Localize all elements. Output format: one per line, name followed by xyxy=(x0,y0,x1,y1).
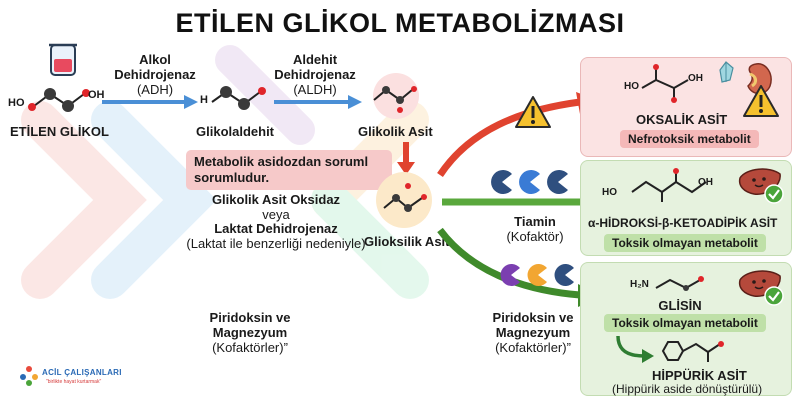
flask-icon xyxy=(49,43,77,76)
glycolaldehyde-structure xyxy=(211,86,266,110)
cofactor-left-3: (Kofaktörler)” xyxy=(212,340,288,355)
oxalic-oh: OH xyxy=(688,73,703,84)
cofactor-left-1: Piridoksin ve xyxy=(209,310,291,325)
aldh-name-1: Aldehit xyxy=(292,52,338,67)
cofactor-right-1: Piridoksin ve xyxy=(492,310,574,325)
thiamine-label: Tiamin xyxy=(514,214,556,229)
hippuric-structure xyxy=(661,341,724,362)
glycine-structure xyxy=(655,276,704,291)
glycolic-acid-structure xyxy=(373,73,419,119)
oxalic-acid-label: OKSALİK ASİT xyxy=(636,112,728,127)
cofactor-right-2: Magnezyum xyxy=(495,325,571,340)
oxalic-tag: Nefrotoksik metabolit xyxy=(620,130,759,148)
glyoxylic-acid-structure xyxy=(376,172,432,228)
cofactor-left-2: Magnezyum xyxy=(212,325,288,340)
ahka-oh: OH xyxy=(698,177,713,188)
ethylene-glycol-structure xyxy=(28,88,90,112)
aldh-abbr: (ALDH) xyxy=(293,82,337,97)
ahka-tag: Toksik olmayan metabolit xyxy=(604,234,766,252)
glycine-h2n: H₂N xyxy=(630,279,649,290)
adh-name-2: Dehidrojenaz xyxy=(114,67,196,82)
adh-name-1: Alkol xyxy=(139,52,171,67)
metabolic-acidosis-note: Metabolik asidozdan soruml sorumludur. xyxy=(186,150,392,190)
glycolic-acid-label: Glikolik Asit xyxy=(358,124,433,139)
arrow-adh xyxy=(102,95,198,109)
page-title: ETİLEN GLİKOL METABOLİZMASI xyxy=(175,8,625,38)
cofactor-right-3: (Kofaktörler)” xyxy=(495,340,571,355)
hippuric-label: HİPPÜRİK ASİT xyxy=(652,368,747,383)
check-icon-2 xyxy=(764,286,784,306)
glycolaldehyde-label: Glikolaldehit xyxy=(196,124,275,139)
cofactor-pieces-icon-2 xyxy=(500,264,574,286)
logo-icon xyxy=(20,366,38,386)
hippuric-note: (Hippürik aside dönüştürülü) xyxy=(612,382,763,396)
oxalic-acid-structure xyxy=(641,64,689,103)
logo-slogan: "birlikte hayat kurtarmak" xyxy=(46,379,102,385)
cofactor-pieces-icon xyxy=(491,170,568,194)
logo-name: ACİL ÇALIŞANLARI xyxy=(42,368,122,377)
glycine-tag: Toksik olmayan metabolit xyxy=(604,314,766,332)
glycine-label: GLİSİN xyxy=(658,298,702,313)
gao-label: Glikolik Asit Oksidaz xyxy=(211,192,341,207)
adh-abbr: (ADH) xyxy=(136,82,174,97)
arrow-to-hippuric xyxy=(616,335,654,363)
ahka-ho: HO xyxy=(602,187,617,198)
warning-icon-small xyxy=(743,85,779,117)
ldh-note: (Laktat ile benzerliği nedeniyle) xyxy=(186,236,366,251)
kidney-icon xyxy=(747,63,772,95)
check-icon xyxy=(764,184,784,204)
ahka-label: α-HİDROKSİ-β-KETOADİPİK ASİT xyxy=(588,216,778,230)
arrow-down-red xyxy=(397,142,415,175)
warning-icon xyxy=(515,96,551,128)
oh-label: OH xyxy=(88,89,105,101)
oxalic-ho: HO xyxy=(624,81,639,92)
arrow-aldh xyxy=(274,95,362,109)
aldh-name-2: Dehidrojenaz xyxy=(274,67,356,82)
ahka-structure xyxy=(631,168,707,202)
glyoxylic-acid-label: Glioksilik Asit xyxy=(364,234,450,249)
ethylene-glycol-label: ETİLEN GLİKOL xyxy=(10,124,109,139)
h-label: H xyxy=(200,94,208,106)
ldh-label: Laktat Dehidrojenaz xyxy=(214,221,338,236)
ho-label: HO xyxy=(8,97,25,109)
thiamine-note: (Kofaktör) xyxy=(506,229,564,244)
or-label: veya xyxy=(262,207,290,222)
crystal-icon xyxy=(719,61,734,83)
